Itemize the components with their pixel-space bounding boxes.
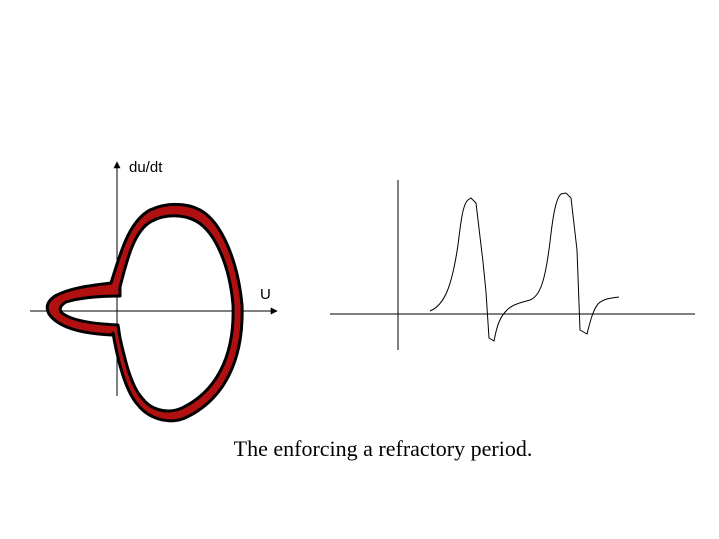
phase-y-axis-label: du/dt bbox=[129, 159, 163, 176]
slide-caption: The enforcing a refractory period. bbox=[233, 436, 533, 461]
limit-cycle-loop bbox=[45, 202, 244, 423]
phase-plane-plot: du/dt U bbox=[30, 159, 278, 423]
time-series-plot bbox=[330, 180, 695, 350]
phase-x-axis-label: U bbox=[260, 286, 271, 303]
spike-train-trace bbox=[429, 192, 620, 342]
